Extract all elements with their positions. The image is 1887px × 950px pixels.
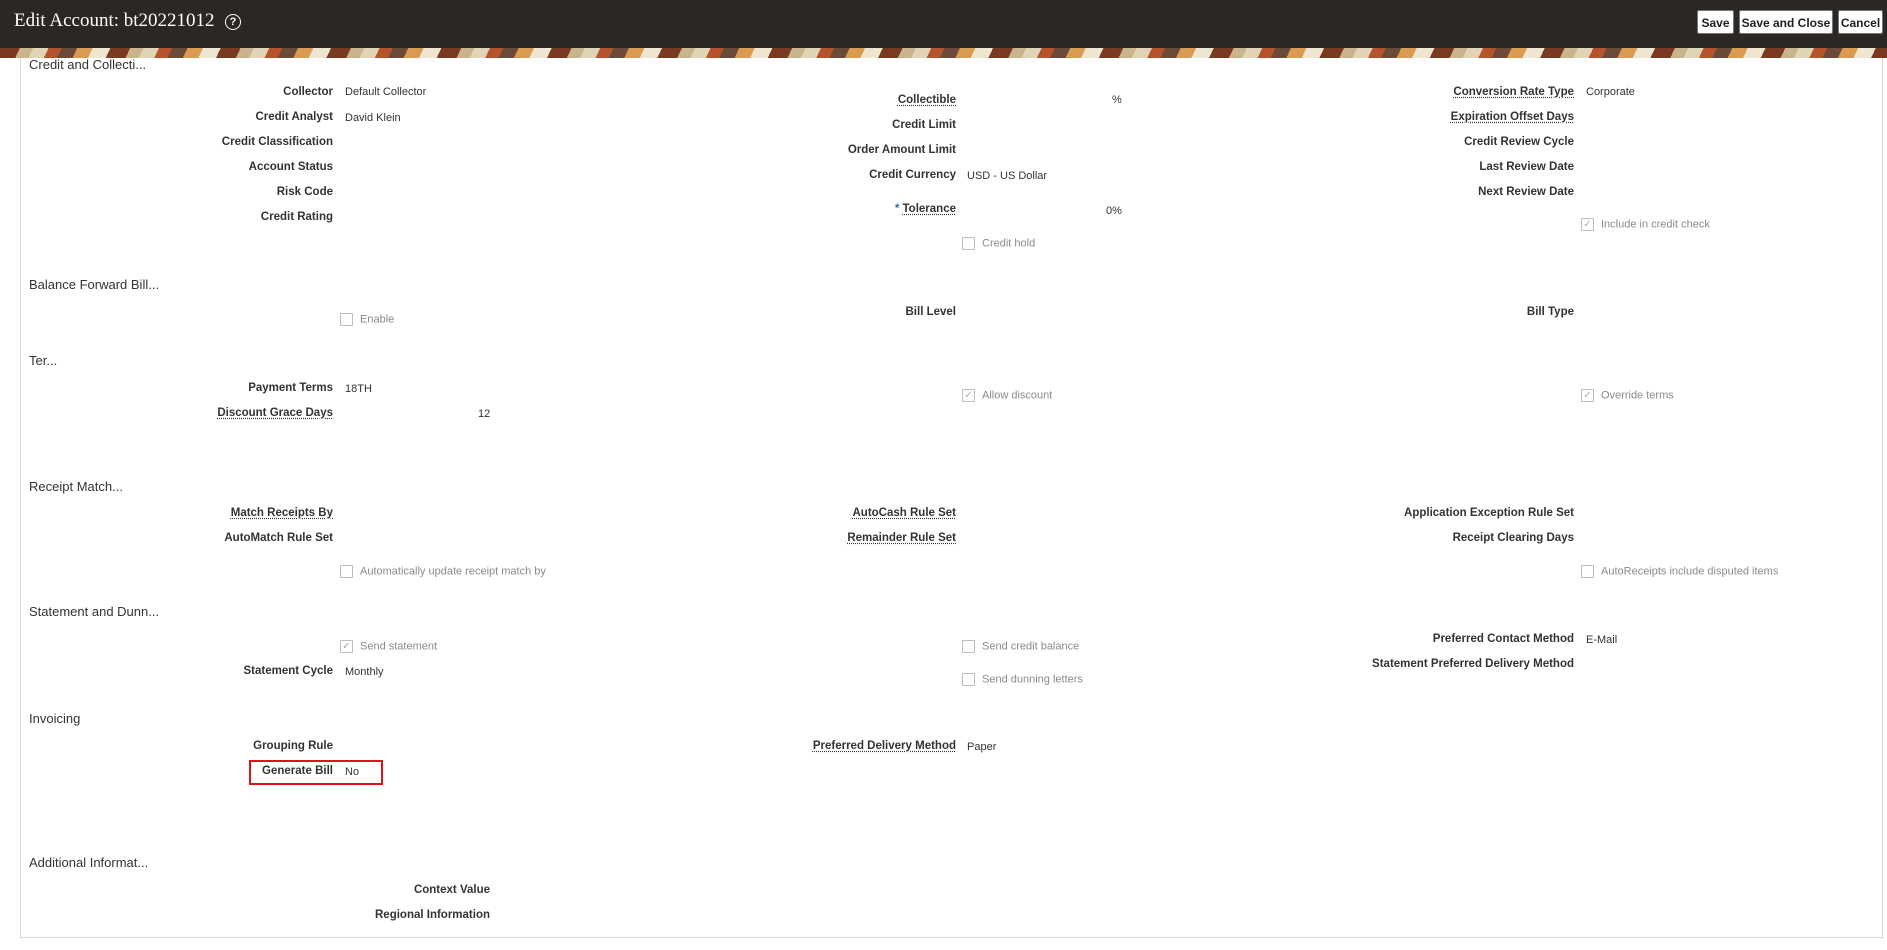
credit-analyst-value[interactable]: David Klein (345, 112, 401, 124)
checkbox-icon[interactable] (340, 565, 353, 578)
include-credit-check-label: Include in credit check (1601, 218, 1710, 231)
risk-code-label: Risk Code (276, 186, 333, 198)
autocash-rule-set-label[interactable]: AutoCash Rule Set (852, 507, 956, 519)
section-additional-info-title[interactable]: Additional Informat... (29, 855, 149, 870)
section-receipt-match-title[interactable]: Receipt Match... (29, 479, 123, 494)
override-terms-label: Override terms (1601, 389, 1674, 402)
preferred-contact-method-label: Preferred Contact Method (1432, 633, 1574, 645)
expiration-offset-days-label[interactable]: Expiration Offset Days (1450, 111, 1574, 123)
statement-cycle-value[interactable]: Monthly (345, 666, 384, 678)
statement-preferred-delivery-label: Statement Preferred Delivery Method (1372, 658, 1574, 670)
tolerance-label-row: * Tolerance (895, 203, 956, 215)
page-title: Edit Account: bt20221012 (14, 10, 215, 31)
automatch-rule-set-label: AutoMatch Rule Set (224, 532, 333, 544)
discount-grace-days-label[interactable]: Discount Grace Days (217, 407, 333, 419)
checkbox-icon[interactable]: ✓ (340, 640, 353, 653)
account-status-label: Account Status (248, 161, 333, 173)
section-terms-title[interactable]: Ter... (29, 353, 58, 368)
bill-level-label: Bill Level (905, 306, 957, 318)
bill-type-label: Bill Type (1526, 306, 1574, 318)
collectible-unit: % (1112, 94, 1122, 106)
preferred-delivery-method-value[interactable]: Paper (967, 741, 997, 753)
checkbox-icon[interactable] (340, 313, 353, 326)
credit-limit-label: Credit Limit (892, 119, 956, 131)
page-header (0, 0, 1887, 48)
form-panel (20, 58, 1883, 938)
conversion-rate-type-label[interactable]: Conversion Rate Type (1453, 86, 1574, 98)
credit-rating-label: Credit Rating (260, 211, 333, 223)
credit-hold-label: Credit hold (982, 237, 1036, 250)
collector-label: Collector (283, 86, 333, 98)
section-balance-forward-title[interactable]: Balance Forward Bill... (29, 277, 160, 292)
checkbox-icon[interactable] (962, 640, 975, 653)
send-dunning-letters-checkbox[interactable]: Send dunning letters (962, 673, 1083, 686)
checkbox-icon[interactable] (1581, 565, 1594, 578)
send-credit-balance-checkbox[interactable]: Send credit balance (962, 640, 1079, 653)
autoreceipts-disputed-checkbox[interactable]: AutoReceipts include disputed items (1581, 565, 1778, 578)
match-receipts-by-label[interactable]: Match Receipts By (230, 507, 333, 519)
save-button[interactable]: Save (1697, 10, 1734, 34)
cancel-button[interactable]: Cancel (1838, 10, 1883, 34)
send-dunning-letters-label: Send dunning letters (982, 673, 1083, 686)
section-invoicing-title[interactable]: Invoicing (29, 711, 81, 726)
override-terms-checkbox[interactable]: ✓ Override terms (1581, 389, 1674, 402)
allow-discount-label: Allow discount (982, 389, 1053, 402)
send-statement-checkbox[interactable]: ✓ Send statement (340, 640, 437, 653)
collectible-label[interactable]: Collectible (897, 94, 956, 106)
receipt-clearing-days-label: Receipt Clearing Days (1452, 532, 1574, 544)
checkbox-icon[interactable] (962, 673, 975, 686)
conversion-rate-type-value[interactable]: Corporate (1586, 86, 1635, 98)
discount-grace-days-value[interactable]: 12 (478, 408, 491, 420)
collector-value[interactable]: Default Collector (345, 86, 427, 98)
help-icon[interactable]: ? (225, 14, 241, 30)
credit-currency-value[interactable]: USD - US Dollar (967, 170, 1048, 182)
credit-review-cycle-label: Credit Review Cycle (1464, 136, 1574, 148)
generate-bill-label: Generate Bill (262, 765, 333, 777)
generate-bill-highlight (249, 760, 383, 785)
tolerance-label[interactable]: Tolerance (902, 203, 956, 215)
order-amount-limit-label: Order Amount Limit (847, 144, 956, 156)
section-credit-title[interactable]: Credit and Collecti... (29, 57, 147, 72)
autoreceipts-disputed-label: AutoReceipts include disputed items (1601, 565, 1779, 578)
context-value-label: Context Value (413, 884, 490, 896)
header-banner (0, 48, 1887, 58)
application-exception-rule-set-label: Application Exception Rule Set (1404, 507, 1574, 519)
enable-label: Enable (360, 313, 395, 326)
section-statement-title[interactable]: Statement and Dunn... (29, 604, 160, 619)
save-and-close-button[interactable]: Save and Close (1739, 10, 1833, 34)
credit-analyst-label: Credit Analyst (255, 111, 333, 123)
send-statement-label: Send statement (360, 640, 438, 653)
allow-discount-checkbox[interactable]: ✓ Allow discount (962, 389, 1052, 402)
auto-update-receipt-match-checkbox[interactable]: Automatically update receipt match by (340, 565, 546, 578)
credit-hold-checkbox[interactable]: Credit hold (962, 237, 1035, 250)
checkbox-icon[interactable]: ✓ (962, 389, 975, 402)
regional-information-label: Regional Information (375, 909, 490, 921)
grouping-rule-label: Grouping Rule (253, 740, 333, 752)
preferred-delivery-method-label[interactable]: Preferred Delivery Method (812, 740, 956, 752)
include-credit-check-checkbox[interactable]: ✓ Include in credit check (1581, 218, 1710, 231)
remainder-rule-set-label[interactable]: Remainder Rule Set (847, 532, 956, 544)
payment-terms-value[interactable]: 18TH (345, 383, 372, 395)
tolerance-value[interactable]: 0% (1106, 205, 1122, 217)
payment-terms-label: Payment Terms (248, 382, 333, 394)
checkbox-icon[interactable]: ✓ (1581, 218, 1594, 231)
credit-currency-label: Credit Currency (869, 169, 956, 181)
required-asterisk: * (894, 203, 900, 215)
checkbox-icon[interactable]: ✓ (1581, 389, 1594, 402)
enable-checkbox[interactable]: Enable (340, 313, 394, 326)
next-review-date-label: Next Review Date (1478, 186, 1574, 198)
generate-bill-value[interactable]: No (345, 766, 360, 778)
auto-update-receipt-match-label: Automatically update receipt match by (360, 565, 546, 578)
credit-classification-label: Credit Classification (221, 136, 333, 148)
statement-cycle-label: Statement Cycle (243, 665, 333, 677)
send-credit-balance-label: Send credit balance (982, 640, 1080, 653)
checkbox-icon[interactable] (962, 237, 975, 250)
preferred-contact-method-value[interactable]: E-Mail (1586, 634, 1618, 646)
last-review-date-label: Last Review Date (1479, 161, 1574, 173)
